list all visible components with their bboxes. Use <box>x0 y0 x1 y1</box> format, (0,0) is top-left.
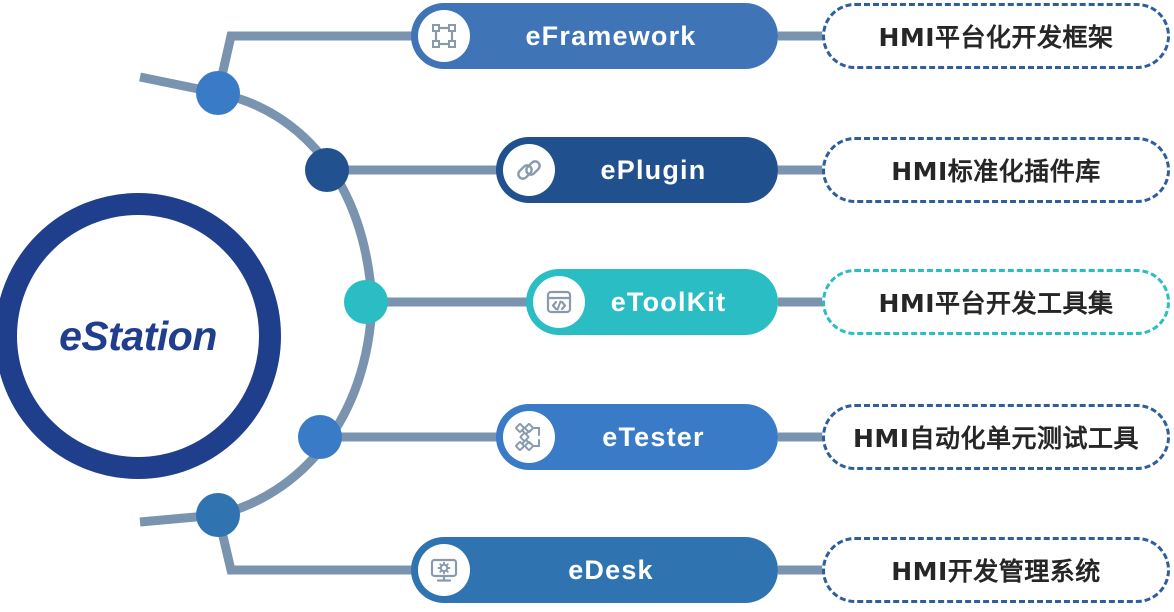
node-eplugin[interactable] <box>305 148 349 192</box>
pill-eplugin[interactable]: ePlugin <box>496 137 778 203</box>
code-window-icon <box>533 276 585 328</box>
chain-link-icon <box>503 144 555 196</box>
node-etester[interactable] <box>298 415 342 459</box>
frame-square-icon <box>418 10 470 62</box>
desc-eframework: HMI平台化开发框架 <box>822 3 1170 69</box>
desc-etester: HMI自动化单元测试工具 <box>822 404 1170 470</box>
desc-etoolkit: HMI平台开发工具集 <box>822 269 1170 335</box>
desc-label-eframework: HMI平台化开发框架 <box>878 23 1114 52</box>
monitor-gear-icon <box>418 544 470 596</box>
node-edesk[interactable] <box>196 493 240 537</box>
pill-label-etoolkit: eToolKit <box>610 286 727 317</box>
pill-label-eframework: eFramework <box>525 20 697 51</box>
wire-eframework <box>213 31 418 95</box>
desc-label-eplugin: HMI标准化插件库 <box>891 157 1101 186</box>
desc-eplugin: HMI标准化插件库 <box>822 137 1170 203</box>
wire-edesk <box>213 513 418 575</box>
pill-label-etester: eTester <box>602 421 705 452</box>
desc-label-edesk: HMI开发管理系统 <box>891 557 1101 586</box>
desc-edesk: HMI开发管理系统 <box>822 537 1170 603</box>
network-nodes-icon <box>503 411 555 463</box>
pill-label-eplugin: ePlugin <box>600 154 707 185</box>
node-etoolkit[interactable] <box>344 280 388 324</box>
pill-edesk[interactable]: eDesk <box>411 537 778 603</box>
desc-label-etester: HMI自动化单元测试工具 <box>852 424 1140 453</box>
pill-label-edesk: eDesk <box>568 554 654 585</box>
desc-label-etoolkit: HMI平台开发工具集 <box>878 289 1114 318</box>
node-eframework[interactable] <box>196 71 240 115</box>
pill-etester[interactable]: eTester <box>496 404 778 470</box>
pill-etoolkit[interactable]: eToolKit <box>526 269 778 335</box>
pill-eframework[interactable]: eFramework <box>411 3 778 69</box>
hub-label: eStation <box>59 312 217 359</box>
hub-circle[interactable]: eStation <box>0 193 281 479</box>
